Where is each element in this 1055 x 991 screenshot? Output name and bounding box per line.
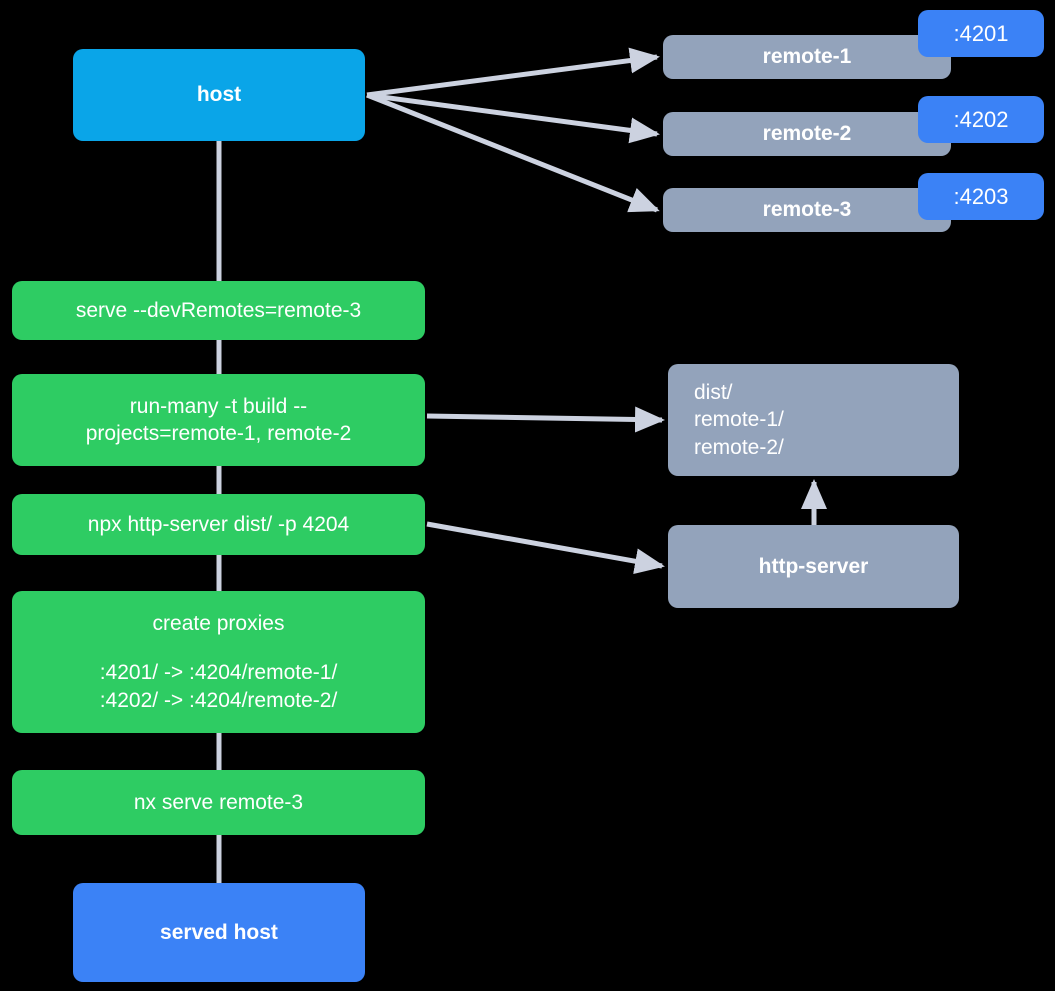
- node-served-host-label: served host: [160, 920, 278, 944]
- edge-host-to-remote-1: [366, 47, 660, 98]
- port-badge-remote-1-label: :4201: [953, 20, 1009, 46]
- node-remote-3-label: remote-3: [762, 198, 852, 222]
- node-remote-2-label: remote-2: [762, 122, 852, 146]
- node-served-host[interactable]: served host: [73, 883, 365, 982]
- node-serve-dev-remotes[interactable]: serve --devRemotes=remote-3: [12, 281, 425, 340]
- node-http-server[interactable]: http-server: [668, 525, 959, 608]
- edge-host-to-remote-3: [366, 92, 660, 213]
- node-remote-1[interactable]: remote-1: [663, 35, 951, 79]
- port-badge-remote-3[interactable]: :4203: [918, 173, 1044, 220]
- node-dist-tree[interactable]: dist/ remote-1/ remote-2/: [668, 364, 959, 476]
- node-serve-dev-remotes-label: serve --devRemotes=remote-3: [75, 298, 362, 322]
- node-create-proxies-title: create proxies: [152, 612, 285, 636]
- node-remote-1-label: remote-1: [762, 45, 852, 69]
- node-remote-2[interactable]: remote-2: [663, 112, 951, 156]
- edge-run-many-to-dist: [426, 406, 665, 433]
- node-nx-serve-remote-3-label: nx serve remote-3: [133, 790, 304, 814]
- node-create-proxies[interactable]: create proxies :4201/ -> :4204/remote-1/…: [12, 591, 425, 733]
- node-dist-tree-label: dist/ remote-1/ remote-2/: [694, 381, 784, 459]
- edge-host-to-remote-2: [366, 92, 660, 144]
- node-host[interactable]: host: [73, 49, 365, 141]
- node-run-many-label: run-many -t build -- projects=remote-1, …: [85, 394, 352, 445]
- node-remote-3[interactable]: remote-3: [663, 188, 951, 232]
- node-npx-http-server-label: npx http-server dist/ -p 4204: [87, 512, 350, 536]
- port-badge-remote-1[interactable]: :4201: [918, 10, 1044, 57]
- port-badge-remote-2-label: :4202: [953, 106, 1009, 132]
- node-run-many[interactable]: run-many -t build -- projects=remote-1, …: [12, 374, 425, 466]
- port-badge-remote-3-label: :4203: [953, 183, 1009, 209]
- node-npx-http-server[interactable]: npx http-server dist/ -p 4204: [12, 494, 425, 555]
- edge-npx-to-http-server: [426, 521, 665, 575]
- node-create-proxies-rules: :4201/ -> :4204/remote-1/ :4202/ -> :420…: [99, 661, 338, 712]
- node-host-label: host: [196, 83, 242, 107]
- port-badge-remote-2[interactable]: :4202: [918, 96, 1044, 143]
- node-http-server-label: http-server: [758, 554, 869, 578]
- node-nx-serve-remote-3[interactable]: nx serve remote-3: [12, 770, 425, 835]
